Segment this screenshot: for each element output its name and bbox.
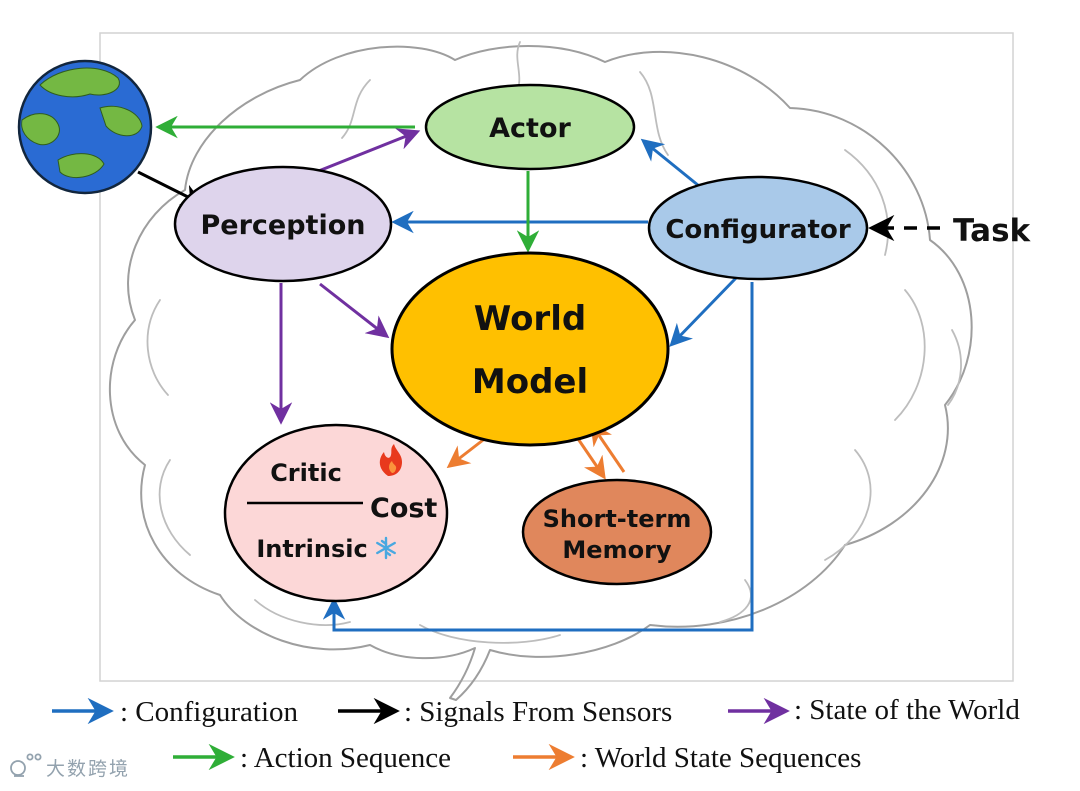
- legend: : Configuration : Signals From Sensors :…: [52, 694, 1020, 774]
- legend-label-state: : State of the World: [794, 694, 1020, 726]
- node-configurator: Configurator: [647, 175, 869, 281]
- critic-label: Critic: [270, 459, 342, 487]
- node-actor: Actor: [424, 83, 636, 171]
- image-frame: [99, 32, 1014, 682]
- perception-label: Perception: [201, 210, 366, 241]
- node-perception: Perception: [173, 165, 393, 283]
- legend-label-configuration: : Configuration: [120, 696, 299, 728]
- arrow-configurator-to-critic: [322, 282, 754, 632]
- snowflake-icon: [376, 536, 396, 560]
- legend-label-action: : Action Sequence: [240, 742, 451, 774]
- legend-label-sensors: : Signals From Sensors: [404, 696, 672, 728]
- short-term-memory-label-line2: Memory: [562, 536, 671, 564]
- arrow-configurator-to-world-model: [669, 276, 738, 347]
- actor-label: Actor: [489, 113, 571, 144]
- watermark-text: 大数跨境: [46, 758, 130, 780]
- node-short-term-memory: Short-term Memory: [521, 478, 713, 586]
- arrow-perception-to-world-model: [319, 282, 390, 339]
- earth-globe-icon: [17, 59, 153, 195]
- arrow-memory-to-world-model: [590, 422, 626, 473]
- fire-icon: [379, 444, 402, 476]
- short-term-memory-label-line1: Short-term: [543, 505, 692, 533]
- node-world-model: World Model: [390, 251, 670, 447]
- intrinsic-label: Intrinsic: [256, 535, 367, 563]
- brain-detail-lines: [146, 41, 962, 644]
- watermark-logo: [10, 753, 42, 777]
- legend-label-world-state: : World State Sequences: [580, 742, 861, 774]
- configurator-label: Configurator: [665, 215, 851, 245]
- watermark: 大数跨境: [10, 753, 130, 780]
- task-label: Task: [953, 213, 1032, 249]
- arrow-configurator-to-actor: [640, 138, 705, 192]
- brain-outline: [109, 45, 973, 701]
- world-model-label-line1: World: [474, 299, 586, 339]
- world-model-label-line2: Model: [472, 362, 588, 402]
- node-critic: Critic Cost Intrinsic: [223, 423, 449, 603]
- cost-label: Cost: [370, 493, 437, 524]
